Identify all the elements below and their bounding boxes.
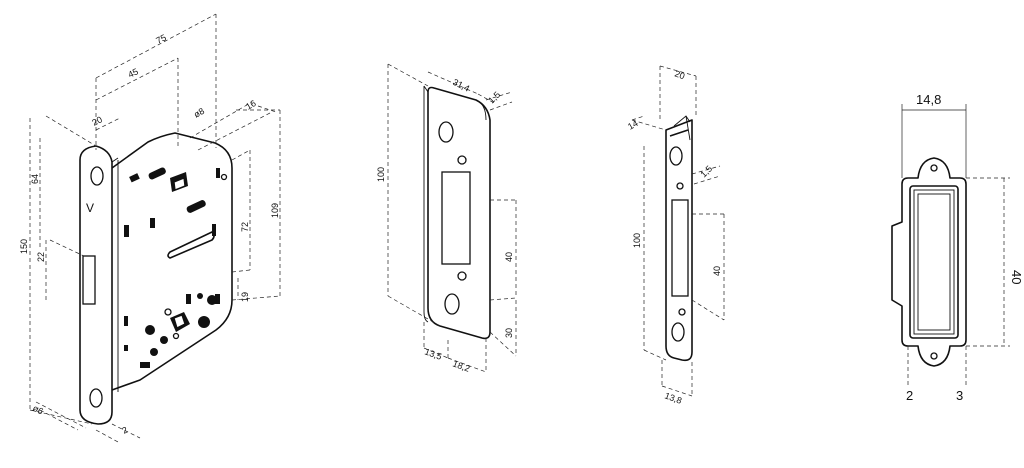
- dim-18-2: 18,2: [451, 358, 471, 373]
- angled-strike-outline: [665, 119, 693, 362]
- dim-150: 150: [19, 239, 29, 254]
- dim-20-angled: 20: [673, 68, 686, 81]
- box-top-screw-hole: [930, 164, 938, 172]
- dim-20: 20: [90, 114, 103, 127]
- dim-22: 22: [36, 252, 46, 262]
- dim-31-4: 31,4: [451, 77, 471, 94]
- strike-top-hole: [438, 121, 454, 143]
- dim-3-box: 3: [956, 388, 963, 403]
- strike-plate-view: 31,4 1,5 100 40 30 13,5 18,2: [376, 63, 517, 374]
- dim-diameter-8: ø8: [192, 106, 206, 120]
- dim-diameter-6: ø6: [31, 403, 45, 417]
- lock-body-view: V: [19, 13, 281, 443]
- dim-75: 75: [154, 32, 167, 45]
- faceplate-bottom-hole: [89, 388, 103, 408]
- dim-14-8: 14,8: [916, 92, 941, 107]
- dim-100: 100: [376, 167, 386, 182]
- strike-bottom-hole: [444, 293, 460, 315]
- angled-top-hole: [669, 146, 683, 166]
- dim-40: 40: [504, 252, 514, 262]
- box-strike-view: 14,8 40 2 3: [891, 92, 1024, 403]
- dim-64: 64: [30, 174, 40, 184]
- angled-latch-opening: [671, 199, 689, 297]
- box-bottom-screw-hole: [930, 352, 938, 360]
- dim-1-5: 1,5: [486, 89, 502, 105]
- dim-19: 19: [240, 292, 250, 302]
- dim-2: 2: [120, 425, 129, 436]
- dim-13-5: 13,5: [423, 346, 443, 361]
- dim-16: 16: [244, 98, 258, 112]
- box-strike-outline: [891, 157, 967, 367]
- latch-slot: [82, 255, 96, 305]
- faceplate-letter: V: [86, 201, 94, 215]
- angled-bottom-hole: [671, 322, 685, 342]
- dim-2-box: 2: [906, 388, 913, 403]
- dim-72: 72: [240, 222, 250, 232]
- dim-30: 30: [504, 328, 514, 338]
- lock-faceplate: [79, 145, 113, 425]
- strike-latch-opening: [441, 171, 471, 265]
- dim-109: 109: [270, 203, 280, 218]
- dim-13-8: 13,8: [663, 390, 683, 405]
- faceplate-top-hole: [90, 166, 104, 186]
- lock-case: [111, 132, 233, 391]
- dim-45: 45: [126, 66, 139, 79]
- dim-1-5-angled: 1,5: [698, 163, 714, 179]
- dim-40-box: 40: [1009, 270, 1024, 284]
- dim-40-angled: 40: [712, 266, 722, 276]
- dim-100-angled: 100: [632, 233, 642, 248]
- dim-14: 14: [626, 118, 640, 132]
- angled-strike-view: 20 14 1,5 100 40 13,8: [626, 65, 725, 406]
